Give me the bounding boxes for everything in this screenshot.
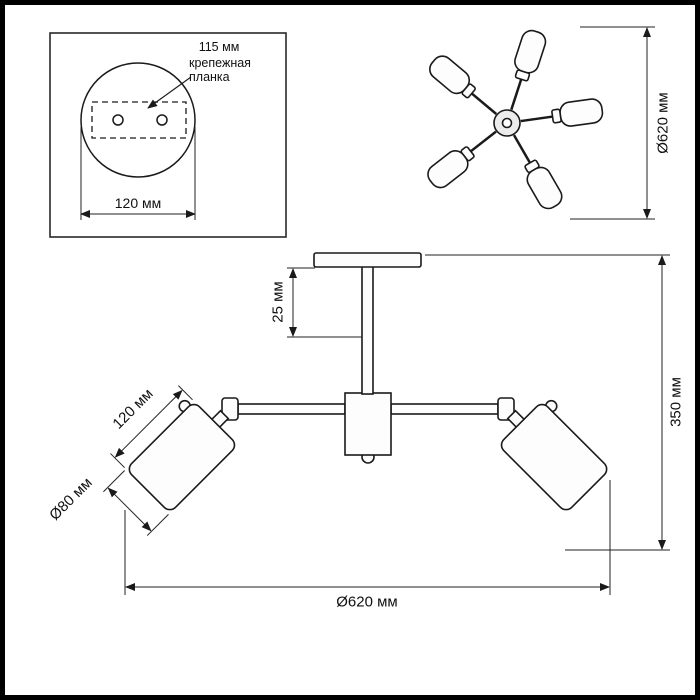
line-drawing bbox=[49, 26, 670, 595]
inset-120-dimension bbox=[80, 127, 196, 220]
width-620-dimension bbox=[124, 480, 611, 595]
stem bbox=[361, 265, 374, 395]
mounting-hole-right bbox=[156, 114, 168, 126]
ceiling-canopy bbox=[313, 252, 422, 268]
bracket-leader-arrow bbox=[147, 76, 192, 109]
stem-25-dimension bbox=[287, 267, 362, 338]
mounting-bracket-dashed bbox=[91, 101, 187, 139]
inset-plate-width-label: 120 мм bbox=[114, 195, 162, 211]
top-view-lamp-4 bbox=[512, 134, 563, 210]
top-view-lamp-2 bbox=[510, 29, 547, 111]
right-shade bbox=[500, 403, 608, 511]
top-view-hub-center bbox=[501, 117, 513, 129]
left-swivel-joint bbox=[221, 397, 239, 421]
mounting-bracket-label: крепежная планка bbox=[189, 56, 251, 84]
mounting-plate-inset-drawing bbox=[49, 32, 287, 238]
top-view-lamp-3 bbox=[520, 98, 604, 127]
mounting-bracket-label-line1: крепежная bbox=[189, 56, 251, 70]
top-view-620-dimension bbox=[570, 26, 655, 220]
top-view-drawing bbox=[427, 26, 655, 220]
left-shade-group bbox=[103, 385, 236, 536]
inset-border bbox=[49, 32, 287, 238]
right-shade-group bbox=[500, 399, 608, 511]
shade-length-dimension bbox=[110, 385, 193, 469]
left-arm bbox=[237, 403, 346, 415]
top-view-lamp-5 bbox=[427, 130, 497, 189]
mounting-hole-left bbox=[112, 114, 124, 126]
right-swivel-joint bbox=[497, 397, 515, 421]
total-width-label: Ø620 мм bbox=[336, 593, 398, 611]
shade-diameter-dimension bbox=[103, 470, 169, 536]
total-height-label: 350 мм bbox=[667, 377, 685, 427]
central-body bbox=[344, 392, 392, 456]
top-view-diameter-label: Ø620 мм bbox=[654, 92, 672, 154]
mounting-bracket-label-line2: планка bbox=[189, 70, 230, 84]
mounting-plate-circle bbox=[80, 62, 196, 178]
top-view-lamp-1 bbox=[429, 55, 498, 115]
front-view-drawing bbox=[103, 252, 670, 595]
right-arm bbox=[390, 403, 499, 415]
inset-hole-spacing-label: 115 мм bbox=[198, 40, 240, 54]
stem-height-label: 25 мм bbox=[269, 281, 287, 323]
height-350-dimension bbox=[425, 254, 670, 551]
